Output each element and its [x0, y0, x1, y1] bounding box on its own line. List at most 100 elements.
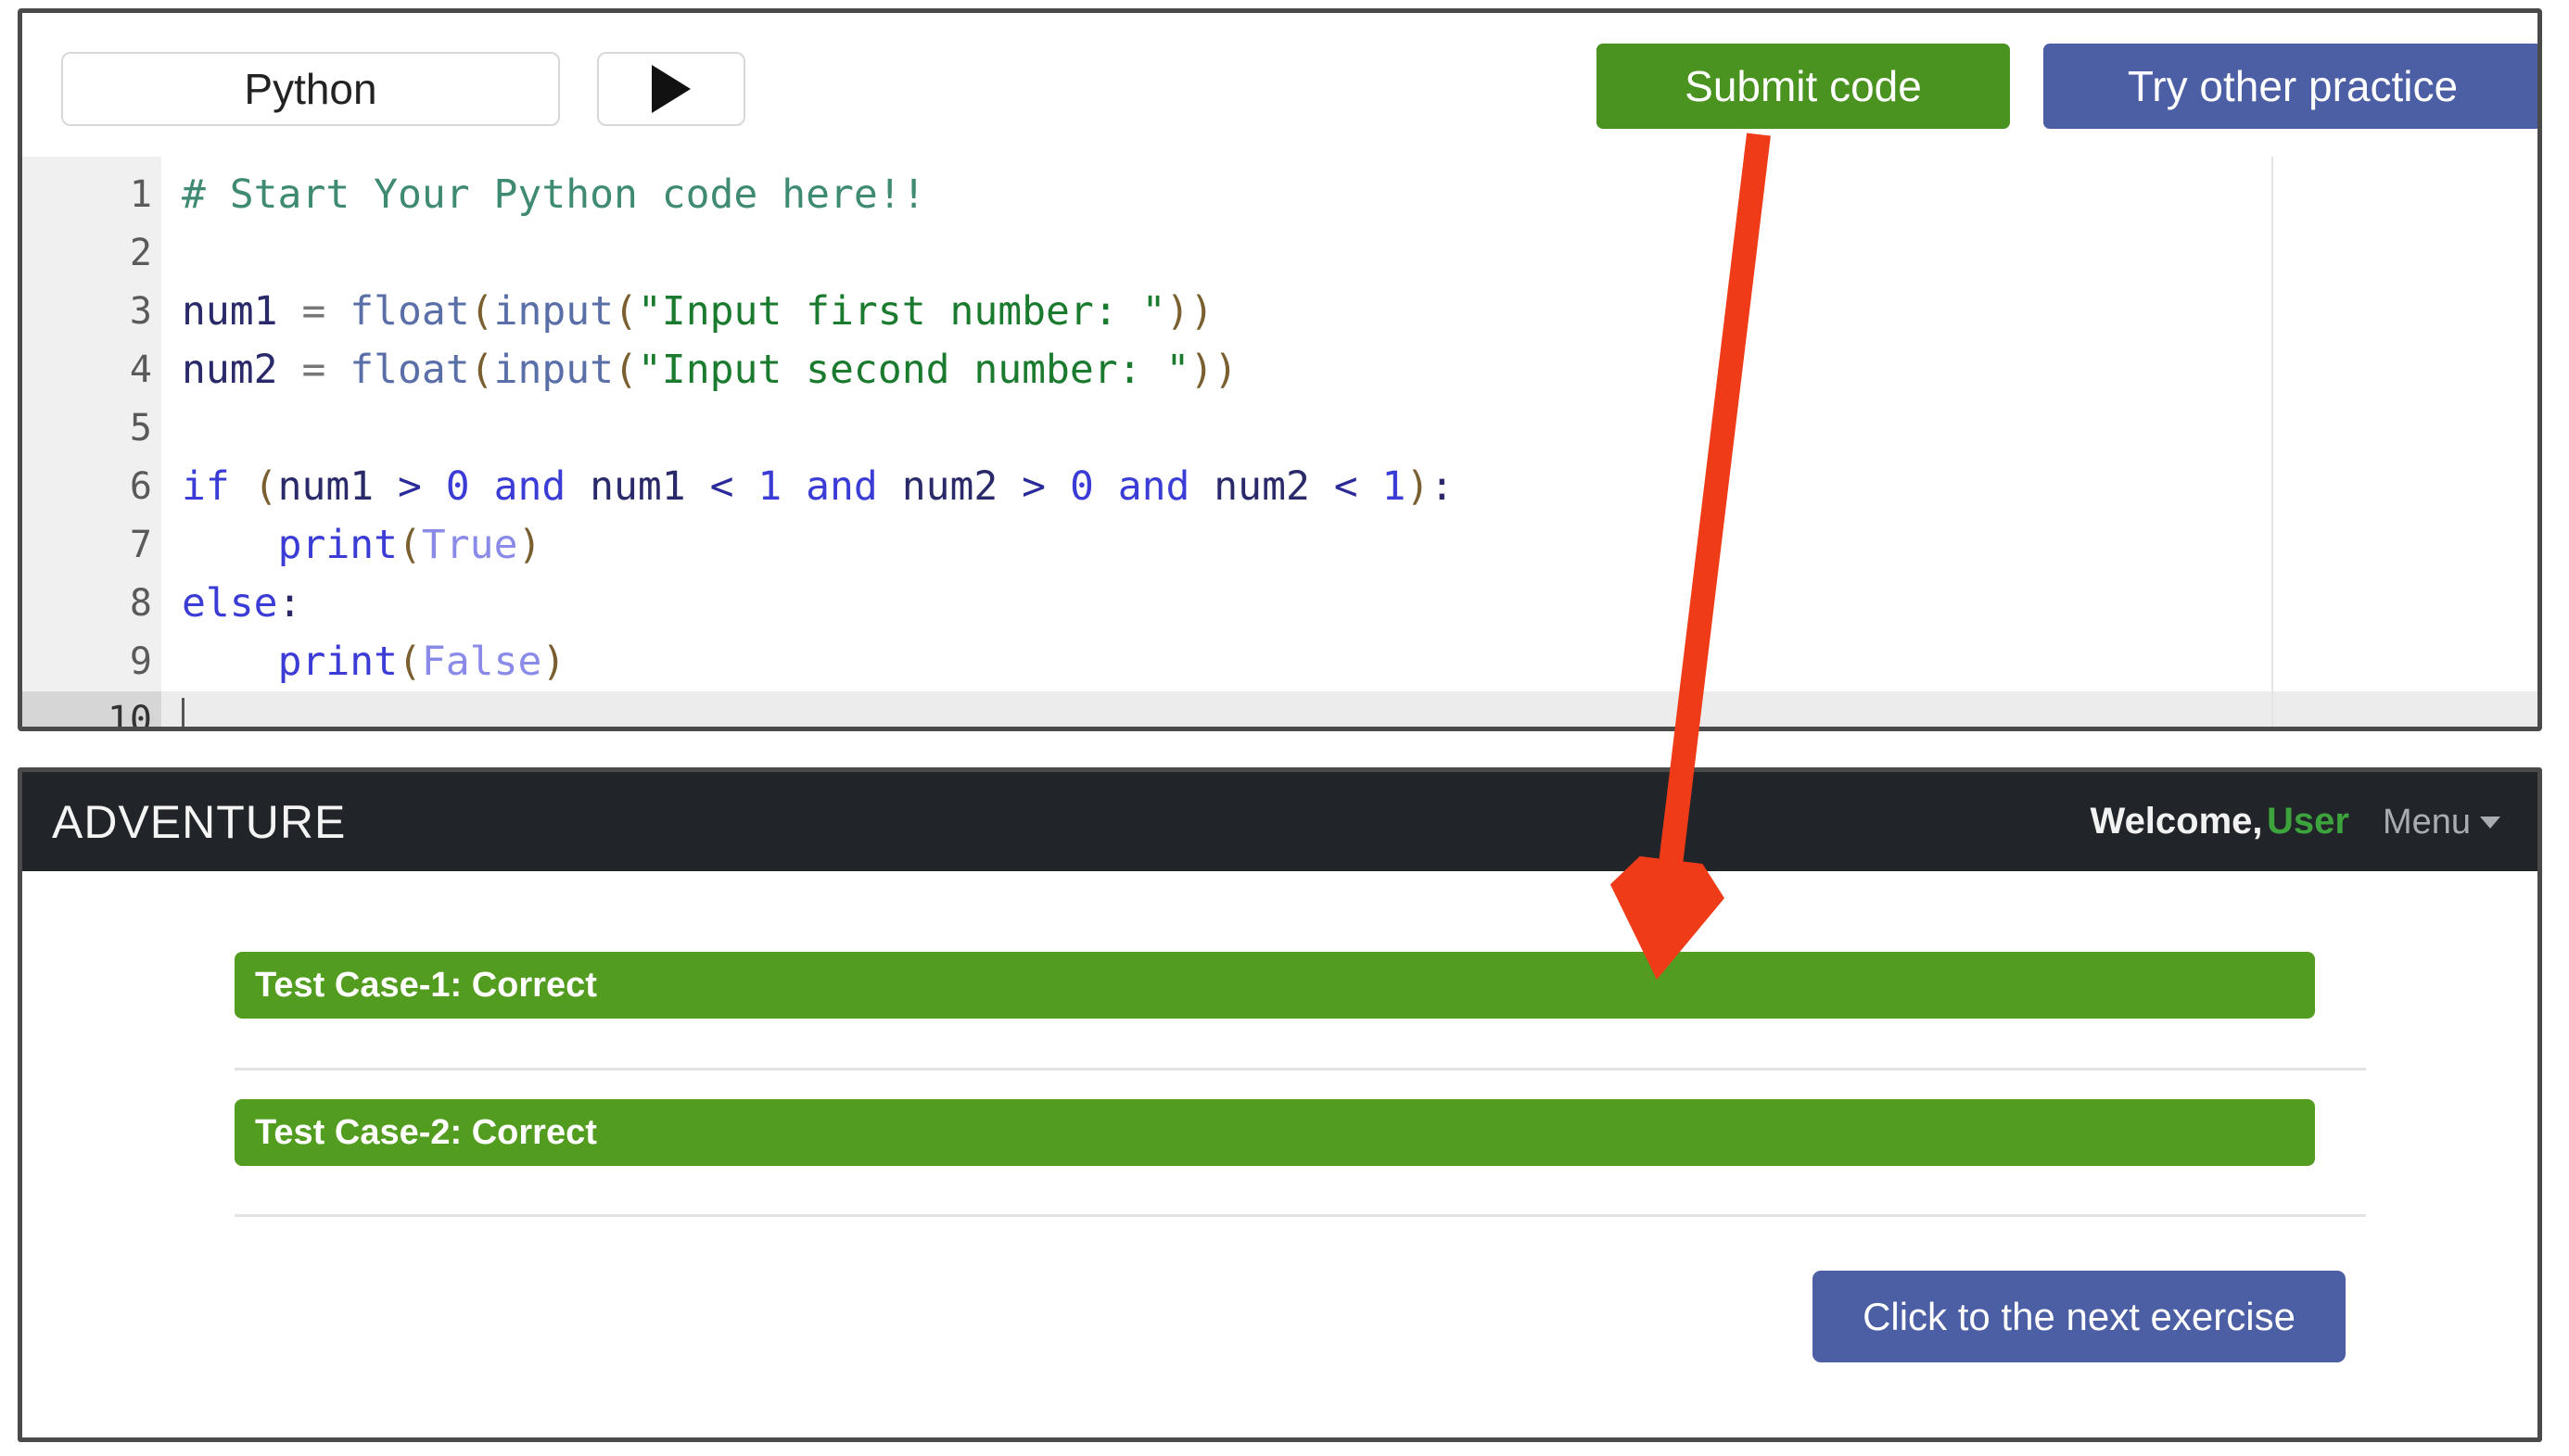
code-token: num1: [277, 463, 375, 510]
code-token: [1310, 463, 1334, 510]
menu-label: Menu: [2382, 803, 2471, 842]
code-line[interactable]: print(False): [161, 633, 2537, 691]
test-case-result-row: Test Case-2: Correct: [235, 1099, 2315, 1166]
code-token: ): [1405, 463, 1431, 510]
code-line[interactable]: else:: [161, 575, 2537, 633]
code-line[interactable]: [161, 399, 2537, 458]
line-number: 1: [129, 173, 152, 216]
code-token: :: [1430, 463, 1455, 510]
menu-dropdown[interactable]: Menu: [2383, 803, 2500, 842]
chevron-down-icon: [2480, 817, 2500, 829]
code-token: False: [421, 639, 542, 685]
code-token: else: [182, 580, 278, 627]
code-token: [1094, 463, 1118, 510]
language-select[interactable]: Python: [61, 52, 560, 126]
code-token: [686, 463, 710, 510]
code-token: [325, 288, 350, 335]
line-number: 7: [129, 524, 152, 566]
code-token: float: [350, 347, 470, 393]
code-content[interactable]: # Start Your Python code here!! num1 = fl…: [161, 157, 2537, 727]
code-token: print: [277, 639, 399, 685]
code-line[interactable]: num2 = float(input("Input second number:…: [161, 341, 2537, 399]
navbar-right-group: Welcome, User Menu: [2091, 801, 2500, 842]
code-token: (: [614, 347, 638, 393]
play-triangle-icon: [652, 65, 691, 113]
app-navbar: ADVENTURE Welcome, User Menu: [22, 772, 2537, 871]
code-line[interactable]: [161, 224, 2537, 283]
code-line[interactable]: # Start Your Python code here!!: [161, 166, 2537, 224]
code-token: print: [277, 522, 399, 568]
code-token: <: [709, 463, 734, 510]
line-number: 9: [129, 640, 152, 683]
code-token: (: [469, 288, 494, 335]
code-token: num1: [182, 288, 278, 335]
code-token: ): [517, 522, 542, 568]
code-token: [182, 522, 278, 568]
divider: [235, 1068, 2366, 1070]
code-token: ): [1165, 288, 1190, 335]
code-token: [278, 347, 302, 393]
try-other-practice-button[interactable]: Try other practice: [2043, 44, 2537, 129]
code-token: "Input second number: ": [637, 347, 1190, 393]
text-cursor: [182, 698, 184, 727]
user-name: User: [2266, 801, 2349, 842]
code-token: float: [350, 288, 470, 335]
line-number: 5: [129, 407, 152, 449]
code-token: [422, 463, 446, 510]
code-token: [998, 463, 1022, 510]
code-token: (: [398, 522, 422, 568]
code-token: [1046, 463, 1070, 510]
line-number: 10: [22, 691, 161, 727]
code-token: [782, 463, 806, 510]
line-number: 4: [129, 348, 152, 391]
next-exercise-label: Click to the next exercise: [1863, 1294, 2296, 1338]
line-number: 3: [129, 290, 152, 333]
print-margin-ruler: [2271, 157, 2273, 727]
code-token: [278, 288, 302, 335]
code-token: [878, 463, 902, 510]
code-token: [182, 639, 278, 685]
language-select-label: Python: [244, 65, 377, 113]
code-token: ): [1214, 347, 1239, 393]
code-token: # Start Your Python code here!!: [182, 171, 926, 218]
code-token: :: [277, 580, 302, 627]
code-token: ): [541, 639, 566, 685]
code-token: "Input first number: ": [637, 288, 1166, 335]
code-line[interactable]: print(True): [161, 516, 2537, 575]
line-number: 2: [129, 232, 152, 274]
run-code-button[interactable]: [597, 52, 745, 126]
line-number: 6▾: [22, 458, 178, 516]
test-case-label: Test Case-1: Correct: [255, 965, 597, 1005]
code-editor-panel: Python Submit code Try other practice 1 2…: [18, 8, 2542, 731]
code-token: (: [398, 639, 422, 685]
code-line[interactable]: num1 = float(input("Input first number: …: [161, 283, 2537, 341]
code-token: [374, 463, 398, 510]
code-token: num1: [590, 463, 686, 510]
code-line[interactable]: [161, 691, 2537, 727]
code-token: (: [253, 463, 278, 510]
code-token: [566, 463, 590, 510]
divider: [235, 1214, 2366, 1217]
code-line[interactable]: if (num1 > 0 and num1 < 1 and num2 > 0 a…: [161, 458, 2537, 516]
code-token: and: [806, 463, 878, 510]
test-case-result-row: Test Case-1: Correct: [235, 952, 2315, 1019]
test-case-label: Test Case-2: Correct: [255, 1112, 597, 1152]
code-token: and: [1117, 463, 1190, 510]
code-token: 1: [757, 463, 782, 510]
brand-title[interactable]: ADVENTURE: [52, 795, 347, 848]
next-exercise-button[interactable]: Click to the next exercise: [1812, 1271, 2346, 1362]
code-token: num2: [901, 463, 998, 510]
submit-code-button[interactable]: Submit code: [1596, 44, 2010, 129]
code-token: ): [1189, 347, 1215, 393]
code-token: True: [421, 522, 518, 568]
code-token: [733, 463, 757, 510]
code-token: ): [1189, 288, 1215, 335]
code-token: [1189, 463, 1214, 510]
code-token: =: [301, 288, 326, 335]
code-token: 0: [445, 463, 470, 510]
code-token: [470, 463, 494, 510]
code-token: num2: [1214, 463, 1310, 510]
code-token: 0: [1069, 463, 1094, 510]
